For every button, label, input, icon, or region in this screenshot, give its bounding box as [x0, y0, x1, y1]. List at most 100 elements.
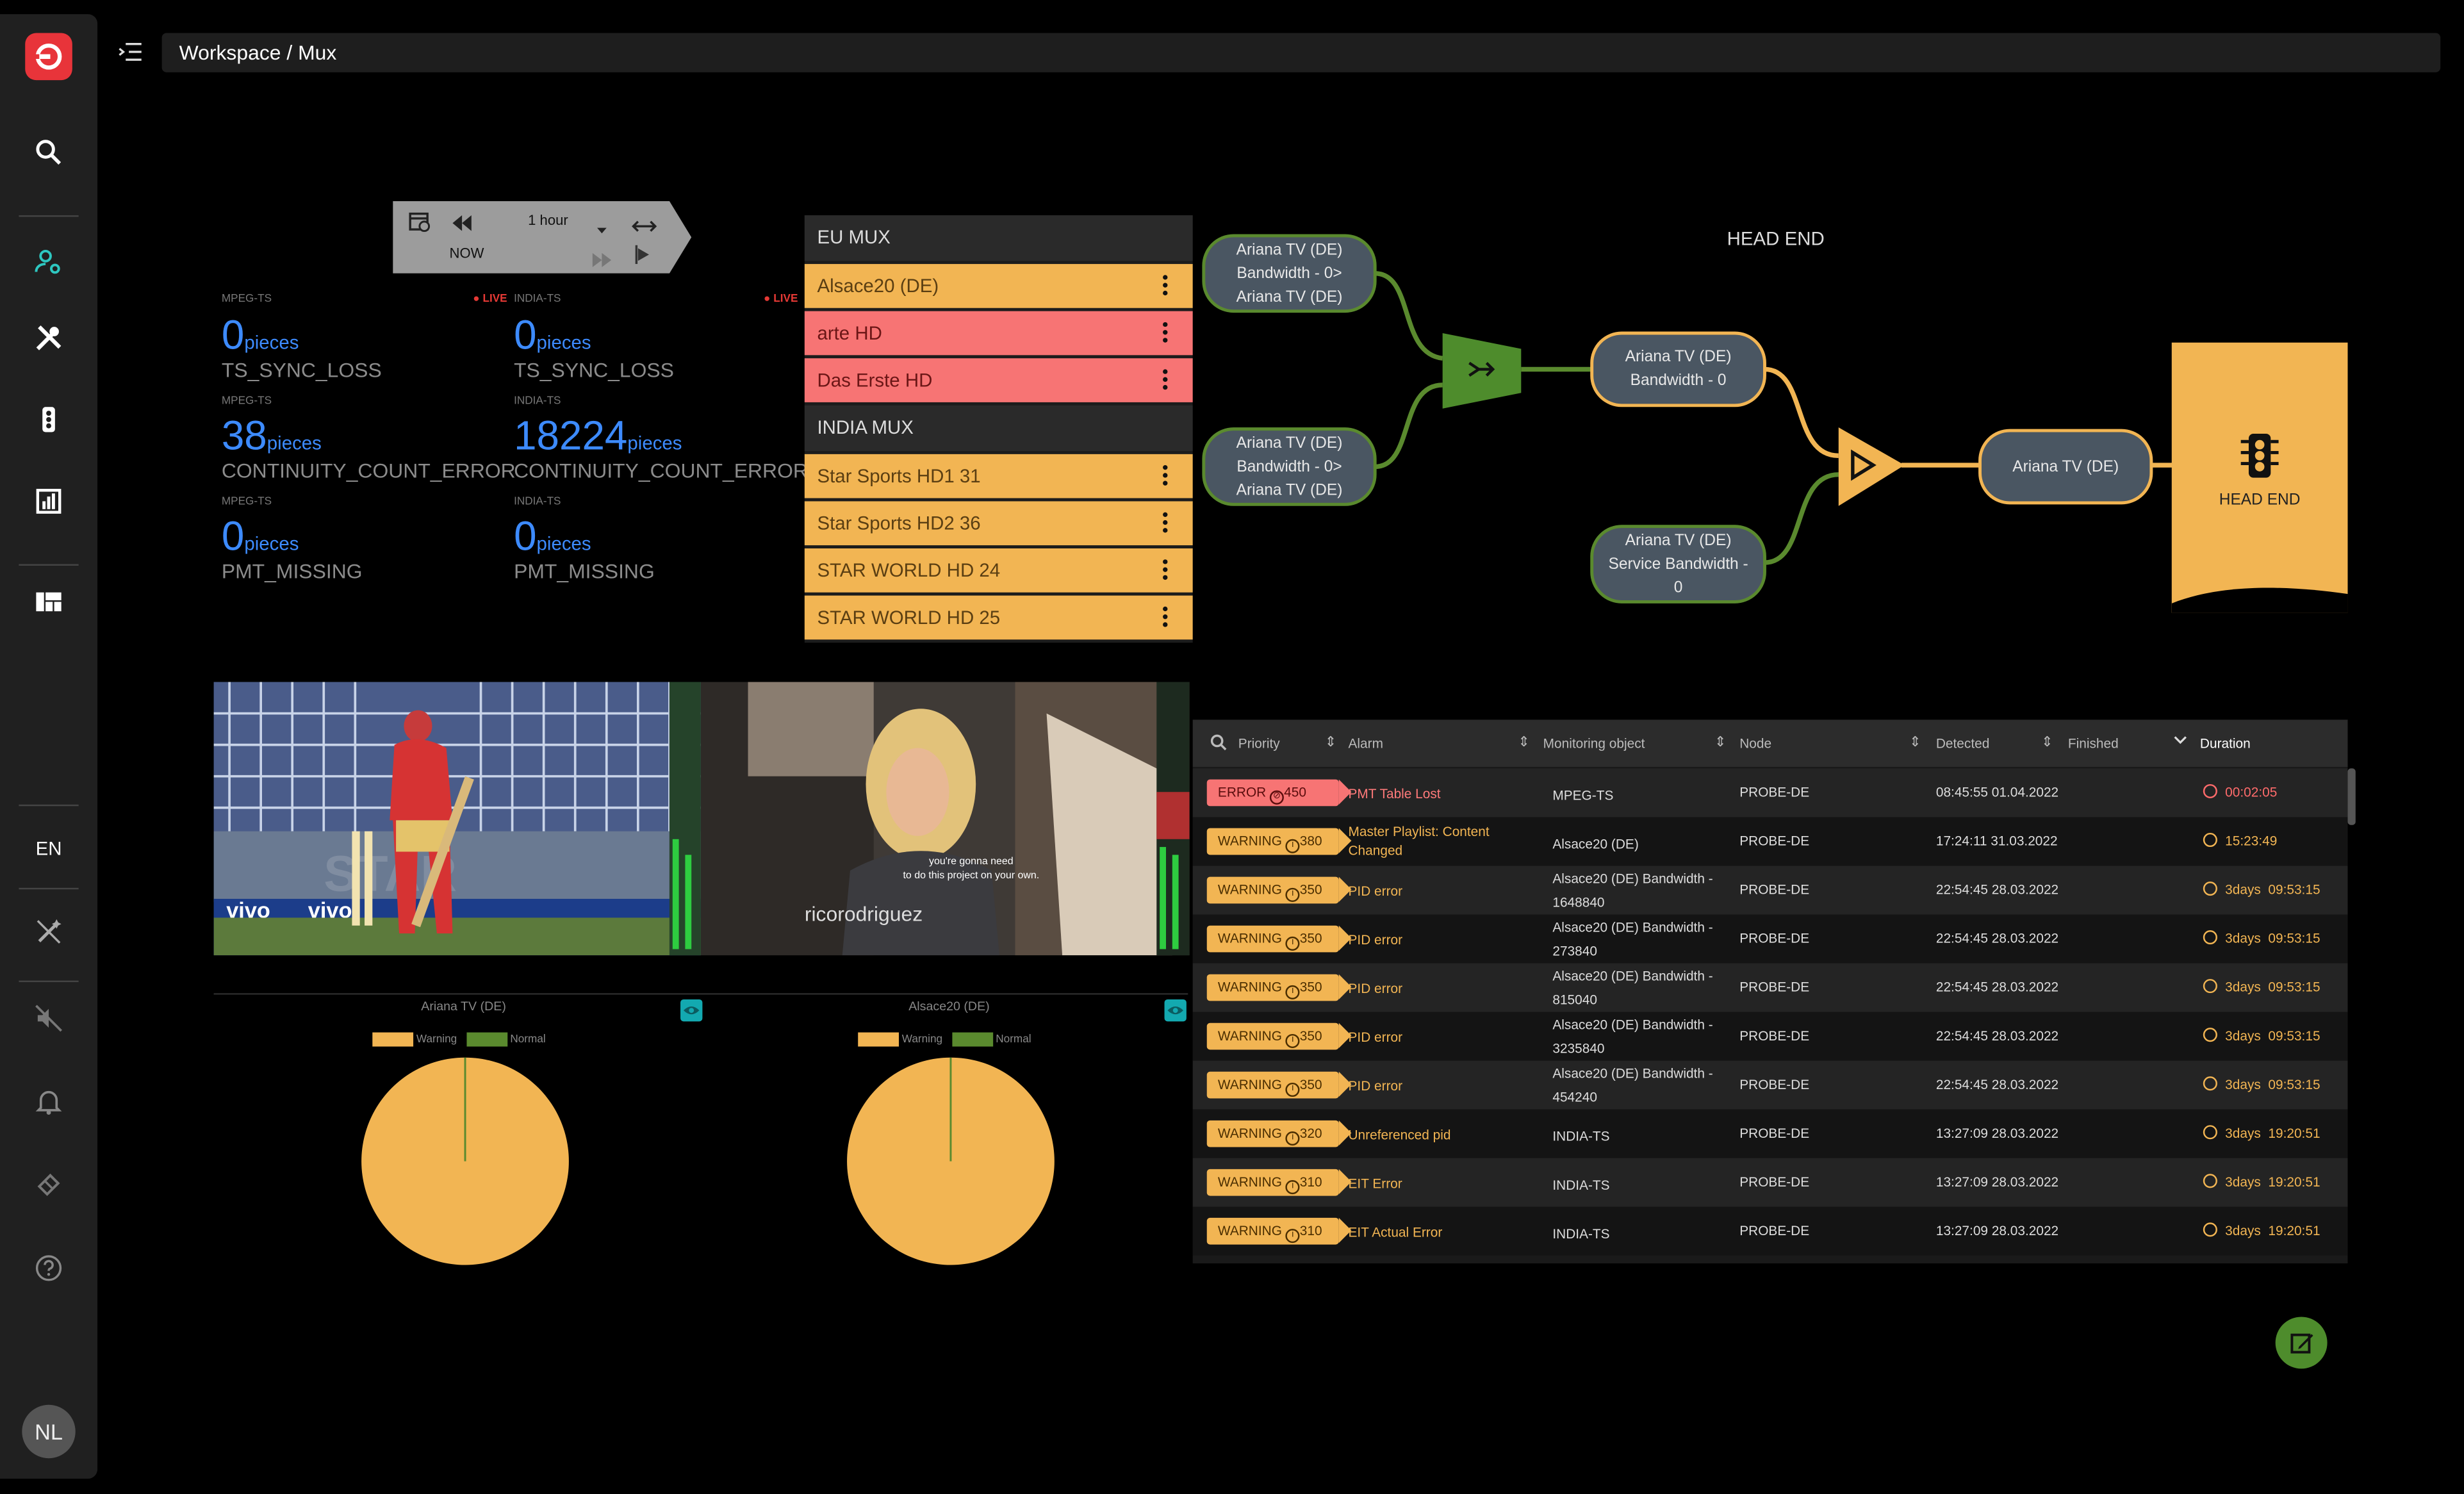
calendar-icon[interactable]	[409, 211, 431, 233]
alarm-name[interactable]: PID error	[1348, 1078, 1403, 1094]
alarm-name[interactable]: PID error	[1348, 932, 1403, 948]
menu-toggle-icon[interactable]	[117, 39, 145, 64]
expand-horizontal-icon[interactable]	[632, 214, 657, 232]
alarm-name[interactable]: PID error	[1348, 980, 1403, 997]
mux-item[interactable]: Star Sports HD2 36	[804, 501, 1193, 546]
mux-item[interactable]: STAR WORLD HD 24	[804, 548, 1193, 593]
alarm-name[interactable]: PID error	[1348, 883, 1403, 899]
column-header[interactable]: Finished	[2067, 735, 2119, 751]
more-vert-icon[interactable]	[1163, 369, 1168, 391]
search-icon[interactable]	[1210, 734, 1228, 751]
pie-title: Ariana TV (DE)	[421, 999, 506, 1014]
alarm-name[interactable]: Unreferenced pid	[1348, 1126, 1451, 1143]
search-icon[interactable]	[30, 133, 68, 171]
column-header[interactable]: Duration	[2199, 735, 2251, 751]
mux-item[interactable]: arte HD	[804, 311, 1193, 356]
sort-icon[interactable]: ⇕	[2041, 734, 2053, 750]
alarm-name[interactable]: EIT Error	[1348, 1175, 1402, 1192]
mux-item[interactable]: Das Erste HD	[804, 358, 1193, 402]
tools-icon[interactable]	[30, 319, 68, 357]
eye-icon[interactable]	[680, 999, 703, 1022]
user-settings-icon[interactable]	[30, 243, 68, 281]
video-player-left[interactable]: STAR vivo vivo	[213, 682, 701, 956]
mux-item[interactable]: Star Sports HD1 31	[804, 454, 1193, 498]
fast-forward-icon[interactable]	[592, 247, 612, 267]
sort-icon[interactable]: ⇕	[1909, 734, 1921, 750]
more-vert-icon[interactable]	[1163, 559, 1168, 581]
column-header[interactable]: Alarm	[1348, 735, 1383, 751]
sort-icon[interactable]: ⇕	[1714, 734, 1727, 750]
avatar[interactable]: NL	[22, 1404, 76, 1459]
column-header[interactable]: Priority	[1238, 735, 1280, 751]
legend-swatch-warning	[372, 1032, 414, 1047]
more-vert-icon[interactable]	[1163, 465, 1168, 487]
diagram-node[interactable]: Ariana TV (DE)	[1978, 429, 2153, 505]
wand-off-icon[interactable]	[30, 913, 68, 951]
alarm-name[interactable]: PID error	[1348, 1029, 1403, 1046]
pie-chart[interactable]	[844, 1055, 1058, 1268]
diagram-node[interactable]: Ariana TV (DE)Service Bandwidth -0	[1590, 525, 1766, 603]
clock-icon	[2203, 784, 2217, 799]
merge-icon[interactable]	[1468, 358, 1496, 380]
metric-source: MPEG-TS	[221, 293, 272, 305]
pie-chart[interactable]	[358, 1055, 572, 1268]
more-vert-icon[interactable]	[1163, 322, 1168, 344]
bell-icon[interactable]	[30, 1083, 68, 1120]
mux-item[interactable]: STAR WORLD HD 25	[804, 595, 1193, 640]
sound-off-icon[interactable]	[30, 999, 68, 1037]
range-select[interactable]: 1 hour	[528, 212, 568, 228]
more-vert-icon[interactable]	[1163, 606, 1168, 628]
metric-value: 0pieces	[221, 512, 299, 560]
head-end-block[interactable]: HEAD END	[2171, 342, 2348, 613]
column-header[interactable]: Monitoring object	[1543, 735, 1645, 751]
chevron-down-icon[interactable]	[596, 215, 609, 234]
scrollbar[interactable]	[2347, 768, 2356, 825]
mux-item[interactable]: Alsace20 (DE)	[804, 264, 1193, 308]
chart-icon[interactable]	[30, 482, 68, 520]
monitoring-object: Alsace20 (DE) Bandwidth -815040	[1552, 967, 1713, 1008]
eye-icon[interactable]	[1164, 999, 1187, 1022]
go-live-icon[interactable]	[635, 243, 651, 265]
alarm-name[interactable]: PMT Table Lost	[1348, 785, 1441, 801]
more-vert-icon[interactable]	[1163, 275, 1168, 297]
sort-icon[interactable]: ⇕	[1324, 734, 1337, 750]
detected-cell: 13:27:09 28.03.2022	[1935, 1125, 2059, 1141]
column-header[interactable]: Node	[1739, 735, 1772, 751]
edit-button[interactable]	[2275, 1317, 2328, 1369]
metric-value: 0pieces	[221, 311, 299, 359]
metric-name: PMT_MISSING	[514, 559, 655, 583]
metric-name: CONTINUITY_COUNT_ERROR	[221, 459, 516, 483]
amplifier-icon[interactable]	[1850, 449, 1878, 481]
traffic-light-icon[interactable]	[30, 400, 68, 438]
column-header[interactable]: Detected	[1935, 735, 1990, 751]
help-icon[interactable]	[30, 1249, 68, 1287]
now-label[interactable]: NOW	[449, 245, 484, 261]
language-switch[interactable]: EN	[35, 837, 62, 860]
alarm-name[interactable]: EIT Actual Error	[1348, 1224, 1443, 1240]
sort-icon[interactable]: ⇕	[1518, 734, 1530, 750]
chevron-down-icon[interactable]	[2173, 732, 2187, 746]
diagram-node[interactable]: Ariana TV (DE)Bandwidth - 0>Ariana TV (D…	[1202, 234, 1377, 313]
ticket-icon[interactable]	[30, 1166, 68, 1204]
live-indicator: ● LIVE	[473, 293, 507, 305]
app-logo[interactable]	[25, 33, 72, 81]
diagram-node[interactable]: Ariana TV (DE)Bandwidth - 0	[1590, 331, 1766, 407]
sidebar-divider	[19, 215, 79, 217]
dashboard-icon[interactable]	[30, 583, 68, 621]
rewind-icon[interactable]	[451, 212, 473, 231]
more-vert-icon[interactable]	[1163, 512, 1168, 534]
diagram-node[interactable]: Ariana TV (DE)Bandwidth - 0>Ariana TV (D…	[1202, 427, 1377, 506]
